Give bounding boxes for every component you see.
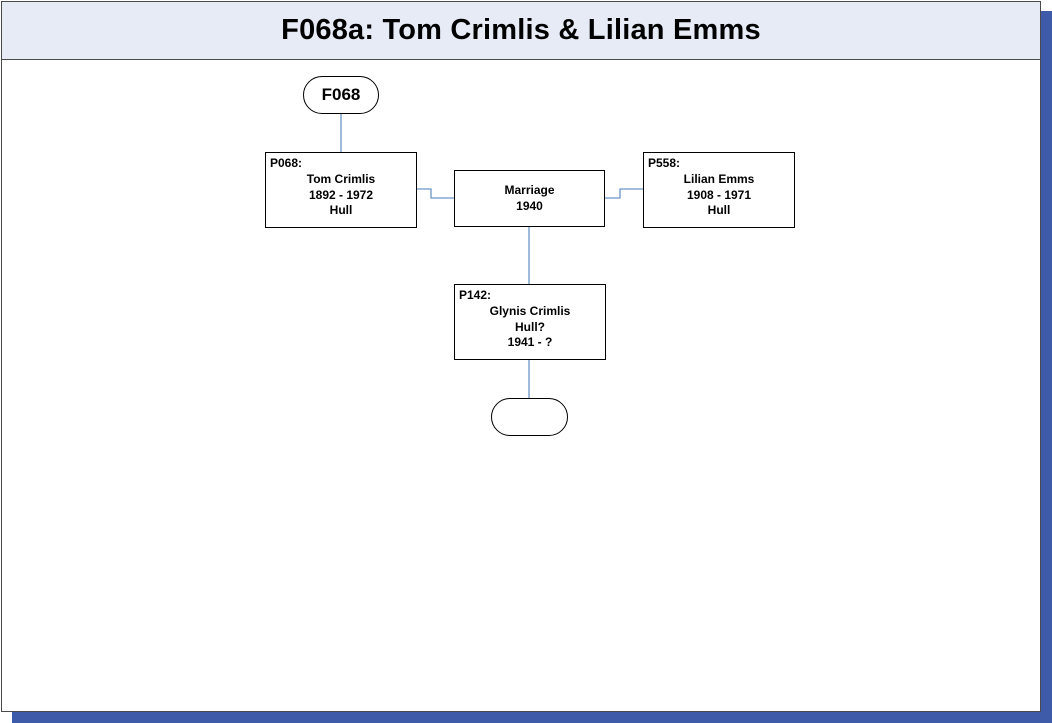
- husband-dates: 1892 - 1972: [308, 187, 374, 202]
- child-dates: 1941 - ?: [507, 335, 553, 349]
- husband-place: Hull: [329, 203, 353, 217]
- wife-dates: 1908 - 1971: [686, 187, 752, 202]
- wife-name: Lilian Emms: [683, 172, 755, 186]
- child-place: Hull?: [515, 319, 545, 334]
- wife-place: Hull: [707, 203, 731, 217]
- marriage-box[interactable]: Marriage 1940: [454, 170, 605, 227]
- marriage-label: Marriage: [504, 183, 555, 197]
- connector-husband-to-marriage: [416, 188, 454, 199]
- child-person-box[interactable]: P142: Glynis Crimlis Hull? 1941 - ?: [454, 284, 606, 360]
- wife-person-box[interactable]: P558: Lilian Emms 1908 - 1971 Hull: [643, 152, 795, 228]
- connector-marriage-to-wife: [605, 188, 643, 199]
- parent-family-label: F068: [321, 85, 361, 104]
- wife-ref: P558:: [648, 156, 681, 170]
- child-family-node[interactable]: [491, 398, 568, 436]
- husband-ref: P068:: [270, 156, 303, 170]
- child-ref: P142:: [459, 288, 492, 302]
- husband-person-box[interactable]: P068: Tom Crimlis 1892 - 1972 Hull: [265, 152, 417, 228]
- child-name: Glynis Crimlis: [489, 304, 571, 318]
- page-title: F068a: Tom Crimlis & Lilian Emms: [281, 14, 761, 46]
- title-bar: F068a: Tom Crimlis & Lilian Emms: [2, 2, 1040, 60]
- parent-family-node[interactable]: F068: [303, 76, 379, 114]
- husband-name: Tom Crimlis: [306, 172, 376, 186]
- marriage-year: 1940: [516, 198, 543, 213]
